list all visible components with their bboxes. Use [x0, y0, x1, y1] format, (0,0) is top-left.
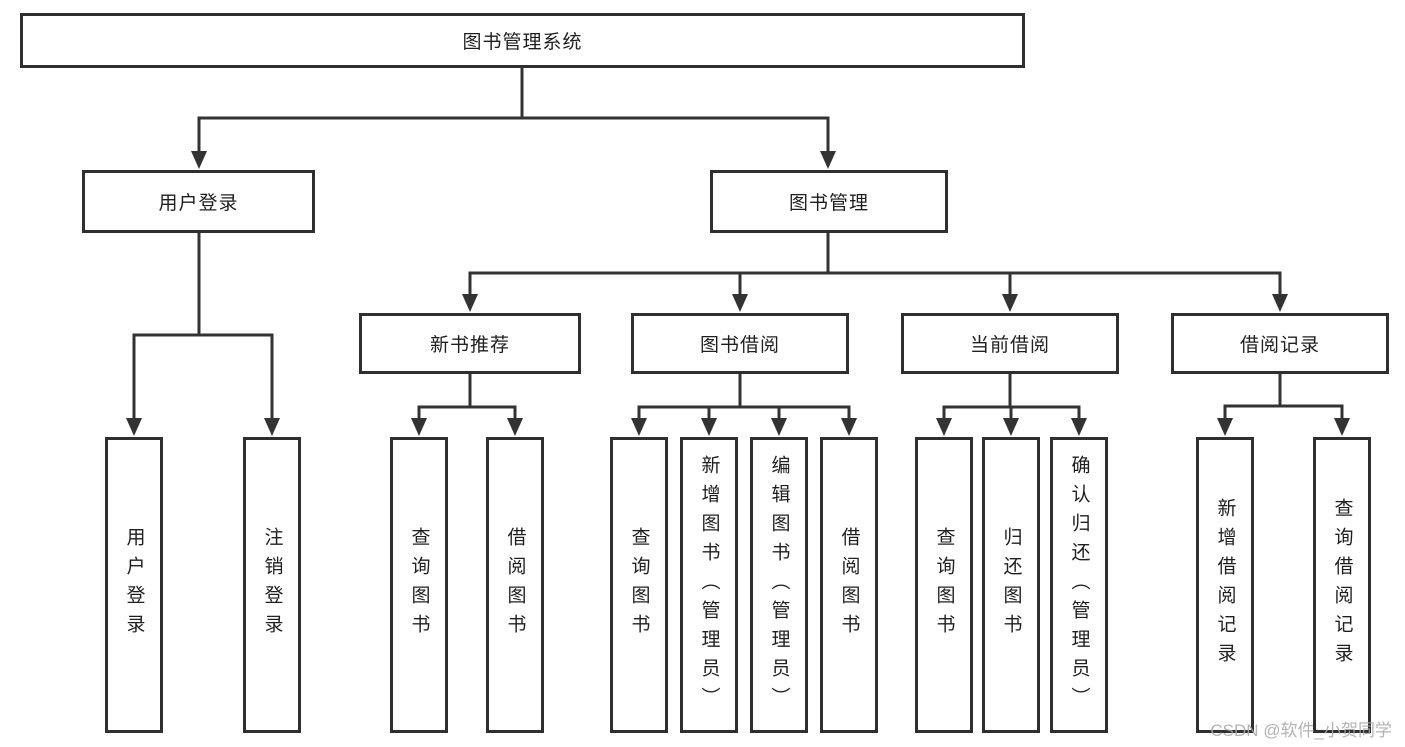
leaf-return-books-label: 归还图书: [1000, 527, 1022, 643]
leaf-recommend-borrow-books: 借阅图书: [486, 437, 544, 733]
leaf-query-borrow-record: 查询借阅记录: [1313, 437, 1371, 733]
node-current-borrow-label: 当前借阅: [969, 335, 1050, 356]
leaf-recommend-query-books: 查询图书: [390, 437, 448, 733]
leaf-add-book-admin-label: 新增图书（管理员）: [698, 454, 720, 716]
arrowheads-root-to-level2: [191, 151, 836, 169]
connector-user-login-to-leaves: [132, 231, 274, 422]
connector-current-borrow-to-leaves: [942, 372, 1081, 422]
node-user-login-label: 用户登录: [158, 193, 239, 214]
leaf-user-login-label: 用户登录: [123, 527, 145, 643]
node-current-borrow: 当前借阅: [901, 313, 1119, 374]
leaf-edit-book-admin: 编辑图书（管理员）: [750, 437, 808, 733]
node-root-system-label: 图书管理系统: [462, 32, 583, 53]
connector-book-management-to-level3: [468, 231, 1282, 298]
arrowheads-book-borrow-to-leaves: [631, 418, 857, 436]
leaf-current-query-books-label: 查询图书: [933, 527, 955, 643]
leaf-recommend-borrow-books-label: 借阅图书: [504, 527, 526, 643]
arrowheads-borrow-record-to-leaves: [1217, 418, 1350, 436]
node-book-borrow: 图书借阅: [631, 313, 849, 374]
leaf-borrow-borrow-books: 借阅图书: [820, 437, 878, 733]
connector-new-book-recommend-to-leaves: [417, 372, 517, 422]
leaf-return-books: 归还图书: [982, 437, 1040, 733]
leaf-query-borrow-record-label: 查询借阅记录: [1331, 498, 1353, 672]
csdn-watermark: CSDN @软件_小贺同学: [1210, 721, 1392, 740]
leaf-confirm-return-admin-label: 确认归还（管理员）: [1068, 454, 1090, 716]
node-borrow-record: 借阅记录: [1171, 313, 1389, 374]
leaf-recommend-query-books-label: 查询图书: [408, 527, 430, 643]
connector-book-borrow-to-leaves: [637, 372, 851, 422]
connector-borrow-record-to-leaves: [1223, 372, 1344, 422]
node-book-management-label: 图书管理: [788, 193, 869, 214]
node-book-borrow-label: 图书借阅: [699, 335, 780, 356]
leaf-logout-label: 注销登录: [261, 527, 283, 643]
node-borrow-record-label: 借阅记录: [1239, 335, 1320, 356]
leaf-borrow-query-books-label: 查询图书: [628, 527, 650, 643]
leaf-borrow-query-books: 查询图书: [610, 437, 668, 733]
leaf-current-query-books: 查询图书: [915, 437, 973, 733]
arrowheads-book-management-to-level3: [462, 294, 1288, 312]
leaf-add-book-admin: 新增图书（管理员）: [680, 437, 738, 733]
arrowheads-current-borrow-to-leaves: [936, 418, 1087, 436]
node-root-system: 图书管理系统: [20, 13, 1025, 68]
arrowheads-user-login-to-leaves: [126, 418, 280, 436]
leaf-edit-book-admin-label: 编辑图书（管理员）: [768, 454, 790, 716]
leaf-add-borrow-record: 新增借阅记录: [1196, 437, 1254, 733]
leaf-add-borrow-record-label: 新增借阅记录: [1214, 498, 1236, 672]
connector-root-to-level2: [197, 64, 830, 155]
node-new-book-recommend: 新书推荐: [359, 313, 581, 374]
leaf-logout: 注销登录: [243, 437, 301, 733]
leaf-confirm-return-admin: 确认归还（管理员）: [1050, 437, 1108, 733]
arrowheads-new-book-recommend-to-leaves: [411, 418, 523, 436]
node-book-management: 图书管理: [710, 170, 948, 233]
leaf-borrow-borrow-books-label: 借阅图书: [838, 527, 860, 643]
node-new-book-recommend-label: 新书推荐: [429, 335, 510, 356]
leaf-user-login: 用户登录: [105, 437, 163, 733]
node-user-login: 用户登录: [82, 170, 315, 233]
